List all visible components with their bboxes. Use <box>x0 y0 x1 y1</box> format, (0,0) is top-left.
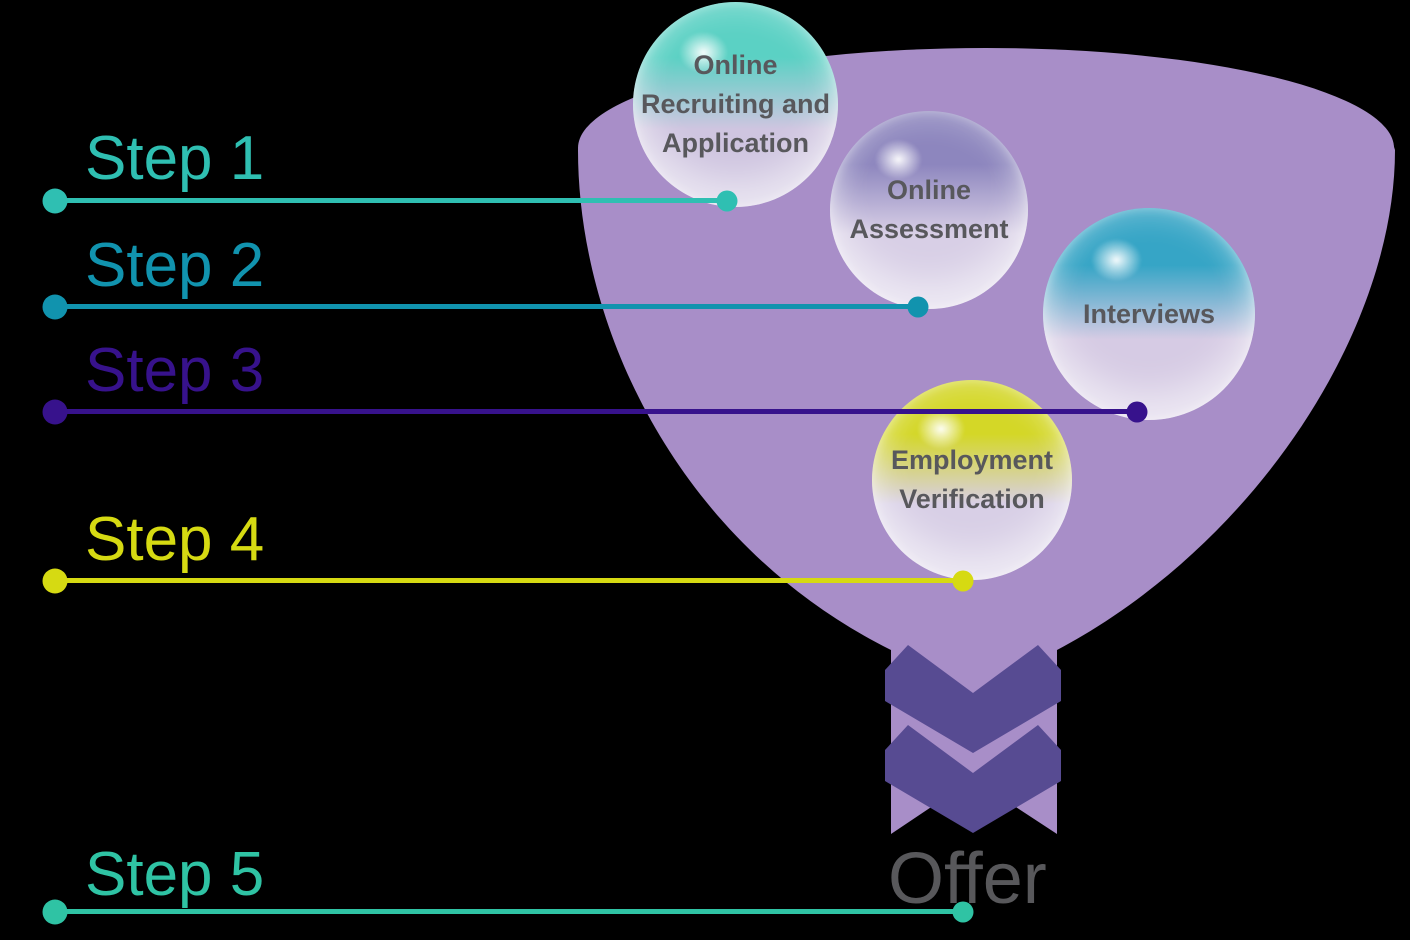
step-3-label: Step 3 <box>85 336 265 405</box>
bubble-label-line: Employment <box>890 445 1054 475</box>
bubble-label: Online Assessment <box>830 171 1028 249</box>
bubble-online-recruiting-and-application: Online Recruiting and Application <box>633 2 838 207</box>
bubble-label: Interviews <box>1043 295 1255 334</box>
offer-label: Offer <box>888 839 1047 919</box>
step-1-label: Step 1 <box>85 124 265 193</box>
bubble-label: Online Recruiting and Application <box>633 46 838 163</box>
bubble-label-line: Interviews <box>1082 298 1216 329</box>
bubble-shine-icon <box>871 136 926 183</box>
step-3-connector-line <box>42 399 1148 424</box>
step-1-connector-line <box>42 188 738 213</box>
bubble-label-line: Verification <box>899 484 1045 514</box>
line-end-dot <box>716 190 738 211</box>
line-start-dot <box>42 568 68 593</box>
step-4-label: Step 4 <box>85 505 265 574</box>
bubble-label-line: Online <box>886 175 971 205</box>
bubble-label-line: Application <box>662 128 809 158</box>
step-2-connector-line <box>42 294 929 319</box>
line-end-dot <box>1126 401 1148 422</box>
step-4-connector-line <box>42 568 974 593</box>
bubble-label: Employment Verification <box>872 441 1072 519</box>
chevron-down-icon <box>885 725 1061 833</box>
step-5-label: Step 5 <box>85 840 265 909</box>
bubble-shine-icon <box>676 28 732 76</box>
line-start-dot <box>42 188 68 213</box>
chevron-down-icon <box>885 645 1061 753</box>
bubble-online-assessment: Online Assessment <box>830 111 1028 309</box>
bubble-label-line: Assessment <box>849 214 1009 244</box>
line-end-dot <box>907 296 929 317</box>
bubble-label-line: Online <box>693 50 778 80</box>
line-start-dot <box>42 399 68 424</box>
step-5-connector-line <box>42 899 974 924</box>
line-end-dot <box>952 570 974 591</box>
bubble-interviews: Interviews <box>1043 208 1255 420</box>
bubble-label-line: Recruiting and <box>640 89 830 119</box>
line-end-dot <box>952 901 974 922</box>
line-start-dot <box>42 899 68 924</box>
bubble-shine-icon <box>1087 235 1145 285</box>
line-start-dot <box>42 294 68 319</box>
step-2-label: Step 2 <box>85 231 265 300</box>
